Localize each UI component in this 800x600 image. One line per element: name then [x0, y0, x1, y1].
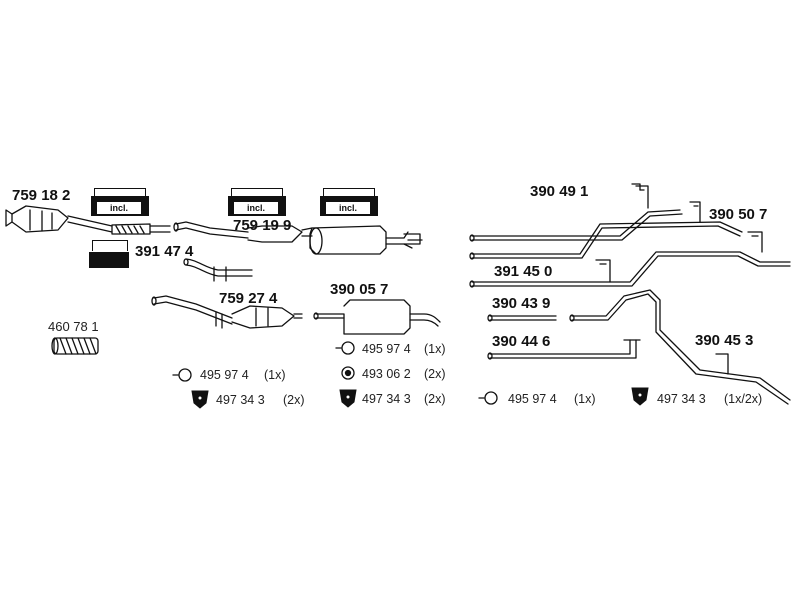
part-number-390507: 390 50 7 — [709, 206, 768, 223]
rubber-hanger-icon — [631, 387, 649, 406]
part-number-391450: 391 45 0 — [494, 263, 553, 280]
kit-label: incl. — [97, 202, 141, 214]
accessory-qty: (1x) — [574, 392, 596, 406]
intermediate-pipe-391474-icon — [183, 258, 253, 282]
accessory-code: 497 34 3 — [657, 392, 706, 406]
part-number-390057: 390 05 7 — [330, 281, 389, 298]
rubber-hanger-icon — [339, 389, 357, 408]
accessory-qty: (1x/2x) — [724, 392, 763, 406]
part-number-390446: 390 44 6 — [492, 333, 551, 350]
accessory-code: 497 34 3 — [362, 392, 411, 406]
front-pipe-catalyst-759182-icon — [5, 205, 171, 235]
rear-muffler-upper-icon — [309, 225, 423, 255]
mounting-kit-icon: incl. — [91, 188, 149, 216]
part-number-759274: 759 27 4 — [219, 290, 278, 307]
accessory-qty: (2x) — [424, 367, 446, 381]
part-number-390439: 390 43 9 — [492, 295, 551, 312]
tail-pipe-390507-icon — [469, 201, 743, 260]
rubber-hanger-icon — [191, 390, 209, 409]
accessory-code: 493 06 2 — [362, 367, 411, 381]
tail-pipe-391450-icon — [469, 231, 791, 288]
part-number-759182: 759 18 2 — [12, 187, 71, 204]
flex-pipe-460781-icon — [51, 337, 99, 355]
part-number-759199: 759 19 9 — [233, 217, 292, 234]
accessory-code: 495 97 4 — [362, 342, 411, 356]
clamp-ring-icon — [478, 391, 498, 405]
tail-pipe-390453-icon — [569, 289, 791, 405]
intermediate-pipe-759199-icon — [173, 221, 313, 243]
part-number-460781: 460 78 1 — [48, 319, 99, 334]
accessory-qty: (1x) — [264, 368, 286, 382]
part-number-390491: 390 49 1 — [530, 183, 589, 200]
mounting-kit-icon: incl. — [320, 188, 378, 216]
bolt-nut-icon — [341, 366, 355, 380]
pipe-390439-icon — [487, 314, 557, 322]
kit-label: incl. — [326, 202, 370, 214]
clamp-ring-icon — [172, 368, 192, 382]
catalyst-pipe-759274-icon — [151, 295, 303, 329]
rear-muffler-390057-icon — [313, 299, 441, 335]
mounting-kit-icon — [89, 240, 129, 268]
accessory-code: 497 34 3 — [216, 393, 265, 407]
accessory-qty: (1x) — [424, 342, 446, 356]
kit-label: incl. — [234, 202, 278, 214]
pipe-390446-icon — [487, 339, 641, 360]
accessory-qty: (2x) — [283, 393, 305, 407]
accessory-code: 495 97 4 — [508, 392, 557, 406]
clamp-ring-icon — [335, 341, 355, 355]
accessory-code: 495 97 4 — [200, 368, 249, 382]
mounting-kit-icon: incl. — [228, 188, 286, 216]
part-number-391474: 391 47 4 — [135, 243, 194, 260]
accessory-qty: (2x) — [424, 392, 446, 406]
part-number-390453: 390 45 3 — [695, 332, 754, 349]
